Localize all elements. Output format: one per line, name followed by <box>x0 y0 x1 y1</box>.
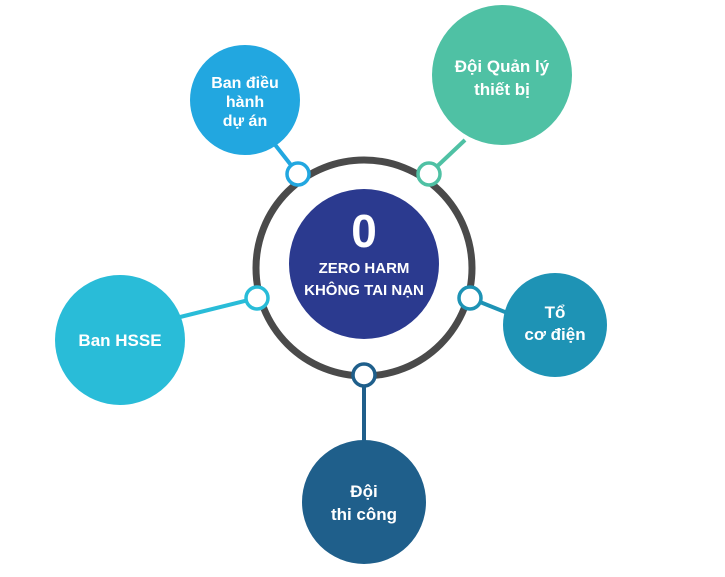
node-label-ban-dieu-hanh-line2: hành <box>226 94 264 111</box>
node-doi-quan-ly: Đội Quản lý thiết bị <box>432 5 572 145</box>
center-circle <box>289 189 439 339</box>
node-circle-ban-dieu-hanh <box>190 45 300 155</box>
connector-dot-ban-hsse <box>244 285 270 311</box>
node-label-ban-dieu-hanh-line3: dự án <box>223 113 267 130</box>
node-circle-doi-quan-ly <box>432 5 572 145</box>
node-circle-to-co-dien <box>503 273 607 377</box>
center-number: 0 <box>351 205 377 257</box>
node-ban-hsse: Ban HSSE <box>55 275 185 405</box>
connector-dot-doi-quan-ly <box>416 161 442 187</box>
node-circle-doi-thi-cong <box>302 440 426 564</box>
connector-dot-ban-dieu-hanh <box>285 161 311 187</box>
connector-line-ban-hsse <box>167 296 258 322</box>
node-label-doi-quan-ly-line2: thiết bị <box>474 80 530 99</box>
node-label-doi-thi-cong-line2: thi công <box>331 505 397 524</box>
node-label-ban-hsse: Ban HSSE <box>78 331 161 350</box>
node-label-ban-dieu-hanh-line1: Ban điều <box>211 75 279 92</box>
node-circle-ban-hsse <box>55 275 185 405</box>
node-label-doi-thi-cong-line1: Đội <box>350 482 377 501</box>
center-label-line2: KHÔNG TAI NẠN <box>304 281 424 299</box>
node-label-to-co-dien-line2: cơ điện <box>524 325 585 344</box>
node-label-doi-quan-ly-line1: Đội Quản lý <box>455 57 550 76</box>
connector-dot-doi-thi-cong <box>351 362 377 388</box>
node-label-to-co-dien-line1: Tổ <box>545 303 566 322</box>
node-ban-dieu-hanh: Ban điều hành dự án <box>190 45 300 155</box>
node-doi-thi-cong: Đội thi công <box>302 440 426 564</box>
node-to-co-dien: Tổ cơ điện <box>503 273 607 377</box>
connector-dot-to-co-dien <box>457 285 483 311</box>
center-label-line1: ZERO HARM <box>319 260 410 277</box>
